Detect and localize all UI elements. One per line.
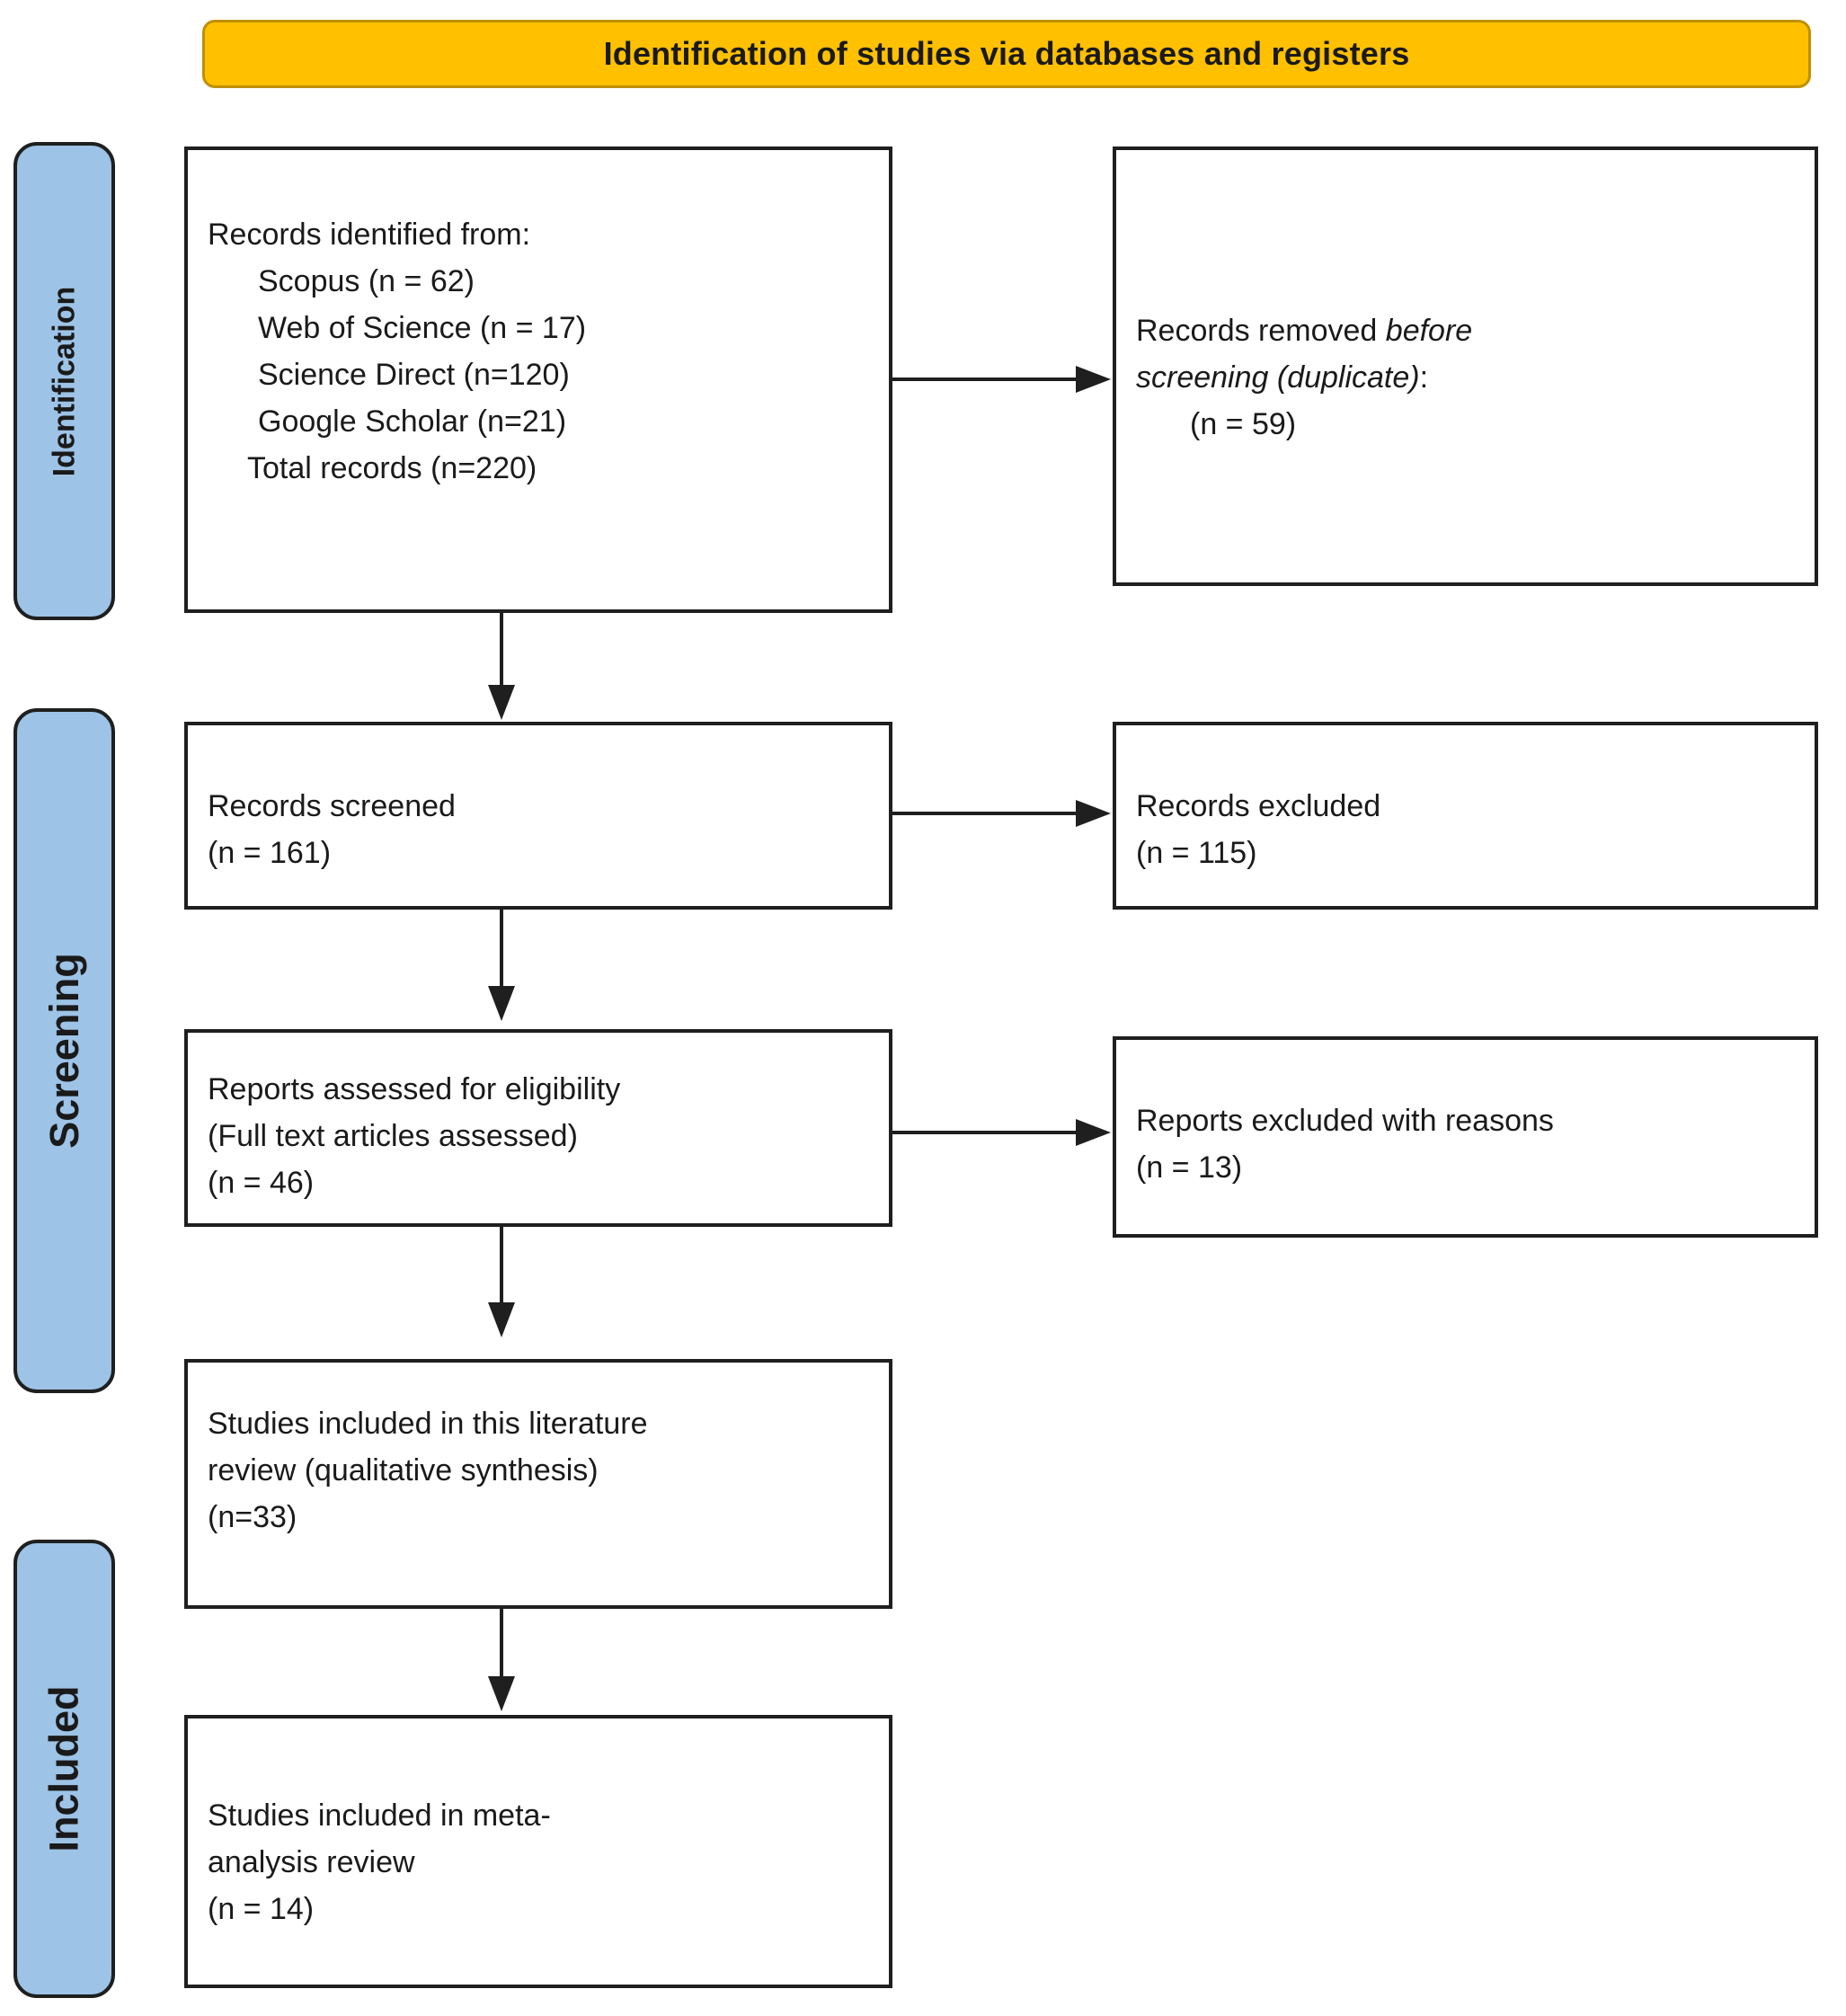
- stage-included: Included: [13, 1540, 115, 1998]
- box-studies-included-qualitative: Studies included in this literature revi…: [184, 1359, 892, 1609]
- box-line: (n = 14): [208, 1892, 315, 1926]
- box-line: Reports excluded with reasons: [1136, 1104, 1554, 1138]
- stage-included-label: Included: [40, 1685, 87, 1852]
- box-line: Records screened: [208, 788, 456, 823]
- box-line: Total records (n=220): [247, 450, 537, 485]
- stage-screening-label: Screening: [40, 953, 87, 1149]
- diagram-title: Identification of studies via databases …: [603, 35, 1410, 72]
- box-studies-included-meta: Studies included in meta- analysis revie…: [184, 1715, 892, 1988]
- box-records-screened: Records screened (n = 161): [184, 722, 892, 910]
- box-line: Records excluded: [1136, 788, 1381, 823]
- box-records-identified: Records identified from: Scopus (n = 62)…: [184, 147, 892, 613]
- box-line: Records removed before: [1136, 307, 1806, 354]
- box-reports-excluded: Reports excluded with reasons (n = 13): [1113, 1036, 1818, 1238]
- arrow-down-assessed-to-qualitative-icon: [488, 1227, 515, 1337]
- box-line: Reports assessed for eligibility: [208, 1072, 621, 1106]
- box-records-excluded: Records excluded (n = 115): [1113, 722, 1818, 910]
- arrow-right-assessed-to-excluded-icon: [892, 1119, 1111, 1146]
- box-line: review (qualitative synthesis): [208, 1453, 599, 1488]
- box-line: (n = 115): [1136, 835, 1257, 870]
- diagram-header-banner: Identification of studies via databases …: [202, 20, 1811, 88]
- arrow-right-identified-to-removed-icon: [892, 366, 1111, 393]
- box-line: Web of Science (n = 17): [258, 310, 587, 345]
- box-line: (Full text articles assessed): [208, 1119, 578, 1153]
- stage-identification: Identification: [13, 142, 115, 620]
- arrow-right-screened-to-excluded-icon: [892, 800, 1111, 827]
- box-line: Science Direct (n=120): [258, 357, 570, 392]
- box-line: Studies included in this literature: [208, 1407, 648, 1441]
- box-records-removed: Records removed before screening (duplic…: [1113, 147, 1818, 586]
- stage-identification-label: Identification: [47, 286, 81, 476]
- arrow-down-identified-to-screened-icon: [488, 613, 515, 720]
- box-line: (n = 59): [1190, 406, 1297, 441]
- box-text-segment: Records removed: [1136, 313, 1386, 348]
- box-text-segment-italic: screening (duplicate): [1136, 360, 1420, 395]
- box-text-segment: :: [1419, 360, 1429, 395]
- box-line: (n = 13): [1136, 1150, 1243, 1185]
- arrow-down-qualitative-to-meta-icon: [488, 1609, 515, 1711]
- box-text-segment-italic: before: [1385, 313, 1473, 348]
- box-reports-assessed: Reports assessed for eligibility (Full t…: [184, 1029, 892, 1227]
- box-line: screening (duplicate):: [1136, 354, 1806, 401]
- box-line: Google Scholar (n=21): [258, 404, 567, 439]
- box-line: (n = 46): [208, 1166, 315, 1200]
- box-line: Studies included in meta-: [208, 1798, 551, 1833]
- box-line: Records identified from:: [208, 217, 531, 252]
- box-line: analysis review: [208, 1845, 415, 1879]
- box-line: Scopus (n = 62): [258, 263, 475, 298]
- arrow-down-screened-to-assessed-icon: [488, 910, 515, 1021]
- box-line: (n=33): [208, 1500, 297, 1534]
- stage-screening: Screening: [13, 708, 115, 1393]
- box-line: (n = 161): [208, 835, 332, 870]
